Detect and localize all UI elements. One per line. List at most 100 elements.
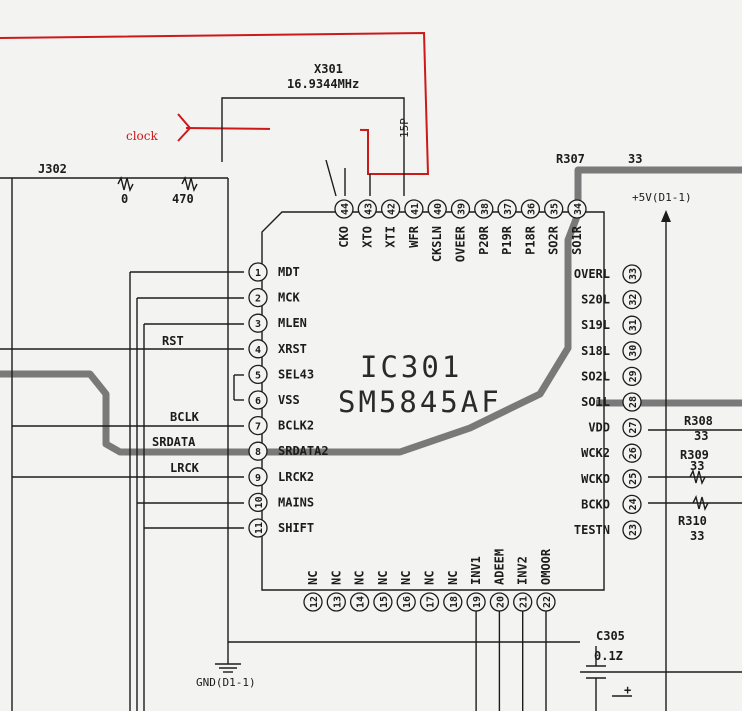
- crystal-block: X301 16.9344MHz 15P: [221, 62, 411, 197]
- pin-name: NC: [423, 571, 437, 585]
- pin-13: 13: [326, 592, 346, 612]
- pin-name: NC: [306, 571, 320, 585]
- pin-38: 38: [474, 199, 494, 219]
- pin-name: SO2L: [581, 369, 610, 383]
- pin-name: WFR: [407, 225, 421, 247]
- pin-name: TESTN: [574, 523, 610, 537]
- pin-name: S20L: [581, 293, 610, 307]
- pin-circle: [622, 494, 642, 515]
- r310-ref: R310: [678, 514, 707, 528]
- clock-annotation: clock: [0, 31, 430, 175]
- pin-number: 44: [340, 203, 351, 215]
- pin-circle: [622, 315, 642, 335]
- clock-arrow-icon: [177, 113, 192, 142]
- pin-26: 26: [622, 443, 642, 463]
- pin-24: 24: [622, 494, 642, 515]
- pin-number: 35: [550, 203, 561, 215]
- pin-name: BCLK2: [278, 419, 314, 433]
- pin-number: 16: [402, 596, 413, 608]
- pin-name: P19R: [500, 225, 514, 255]
- pin-number: 28: [628, 396, 639, 408]
- pin-name: SEL43: [278, 367, 314, 381]
- pin-number: 26: [628, 447, 639, 459]
- pin-31: 31: [622, 315, 642, 335]
- pin-name: S19L: [581, 318, 610, 332]
- red-trace: [0, 31, 430, 175]
- pin-number: 21: [519, 596, 530, 608]
- pin-name: INV1: [469, 556, 483, 585]
- pin-name: P20R: [477, 225, 491, 255]
- ic-part: SM5845AF: [338, 385, 502, 419]
- pin-circle: [396, 592, 416, 612]
- pin-5: 5: [248, 364, 268, 385]
- pin-number: 5: [255, 370, 261, 381]
- ground-section: GND(D1-1): [196, 641, 580, 689]
- pin-22: 22: [536, 592, 556, 612]
- pin-number: 1: [255, 268, 261, 279]
- pin-11: 11: [248, 518, 268, 538]
- pin-10: 10: [248, 492, 268, 513]
- pin-circle: [419, 592, 440, 612]
- pin-name: SO2R: [547, 225, 561, 255]
- r307-value: 33: [628, 152, 642, 166]
- pin-circle: [622, 469, 642, 489]
- pin-19: 19: [466, 592, 486, 612]
- pin-circle: [248, 441, 268, 461]
- pin-number: 20: [495, 596, 506, 608]
- pin-number: 13: [332, 596, 343, 608]
- pin-circle: [622, 341, 642, 361]
- pin-circle: [520, 199, 541, 219]
- pin-16: 16: [396, 592, 416, 612]
- pin-circle: [622, 520, 642, 540]
- pin-number: 37: [503, 203, 514, 215]
- pin-number: 8: [255, 447, 261, 458]
- pin-circle: [248, 262, 268, 282]
- cap-15p-label: 15P: [398, 118, 411, 138]
- pin-20: 20: [489, 592, 510, 612]
- pin-number: 39: [457, 203, 468, 215]
- pin-number: 29: [628, 370, 639, 382]
- pin-42: 42: [380, 199, 401, 219]
- pin-number: 6: [255, 396, 261, 407]
- r309-value: 33: [690, 459, 704, 473]
- pin-number: 24: [628, 498, 639, 510]
- pin-name: NC: [376, 571, 390, 585]
- gnd-label: GND(D1-1): [196, 676, 256, 689]
- pin-circle: [622, 366, 642, 387]
- pin-circle: [303, 592, 323, 612]
- pin-name: CKSLN: [430, 226, 444, 262]
- pin-number: 25: [628, 473, 639, 485]
- pin-number: 38: [480, 203, 491, 215]
- pin-circle: [404, 199, 424, 219]
- pin-name: VSS: [278, 393, 300, 407]
- pin-name: INV2: [516, 556, 530, 585]
- pin-number: 2: [255, 294, 261, 305]
- pin-15: 15: [373, 592, 393, 612]
- pin-circle: [326, 592, 346, 612]
- pin-number: 12: [309, 596, 320, 608]
- pin-41: 41: [404, 199, 424, 219]
- pin-number: 27: [628, 422, 639, 434]
- pin-circle: [248, 467, 268, 487]
- pin-25: 25: [622, 469, 642, 489]
- pin-name: SO1L: [581, 395, 610, 409]
- pin-number: 36: [526, 203, 537, 215]
- pin-circle: [248, 339, 268, 359]
- pin-name: NC: [353, 571, 367, 585]
- pin-circle: [248, 313, 268, 333]
- top-left-components: J302 0 470: [0, 150, 229, 711]
- pin-circle: [248, 390, 268, 410]
- pin-1: 1: [248, 262, 268, 282]
- c305-ref: C305: [596, 629, 625, 643]
- pin-circle: [622, 392, 642, 412]
- pin-name: S18L: [581, 344, 610, 358]
- pin-name: SHIFT: [278, 521, 314, 535]
- bclk-signal-label: BCLK: [170, 410, 200, 424]
- pin-number: 15: [379, 596, 390, 608]
- pin-number: 30: [628, 345, 639, 357]
- rst-signal-label: RST: [162, 334, 184, 348]
- pin-number: 33: [628, 268, 639, 280]
